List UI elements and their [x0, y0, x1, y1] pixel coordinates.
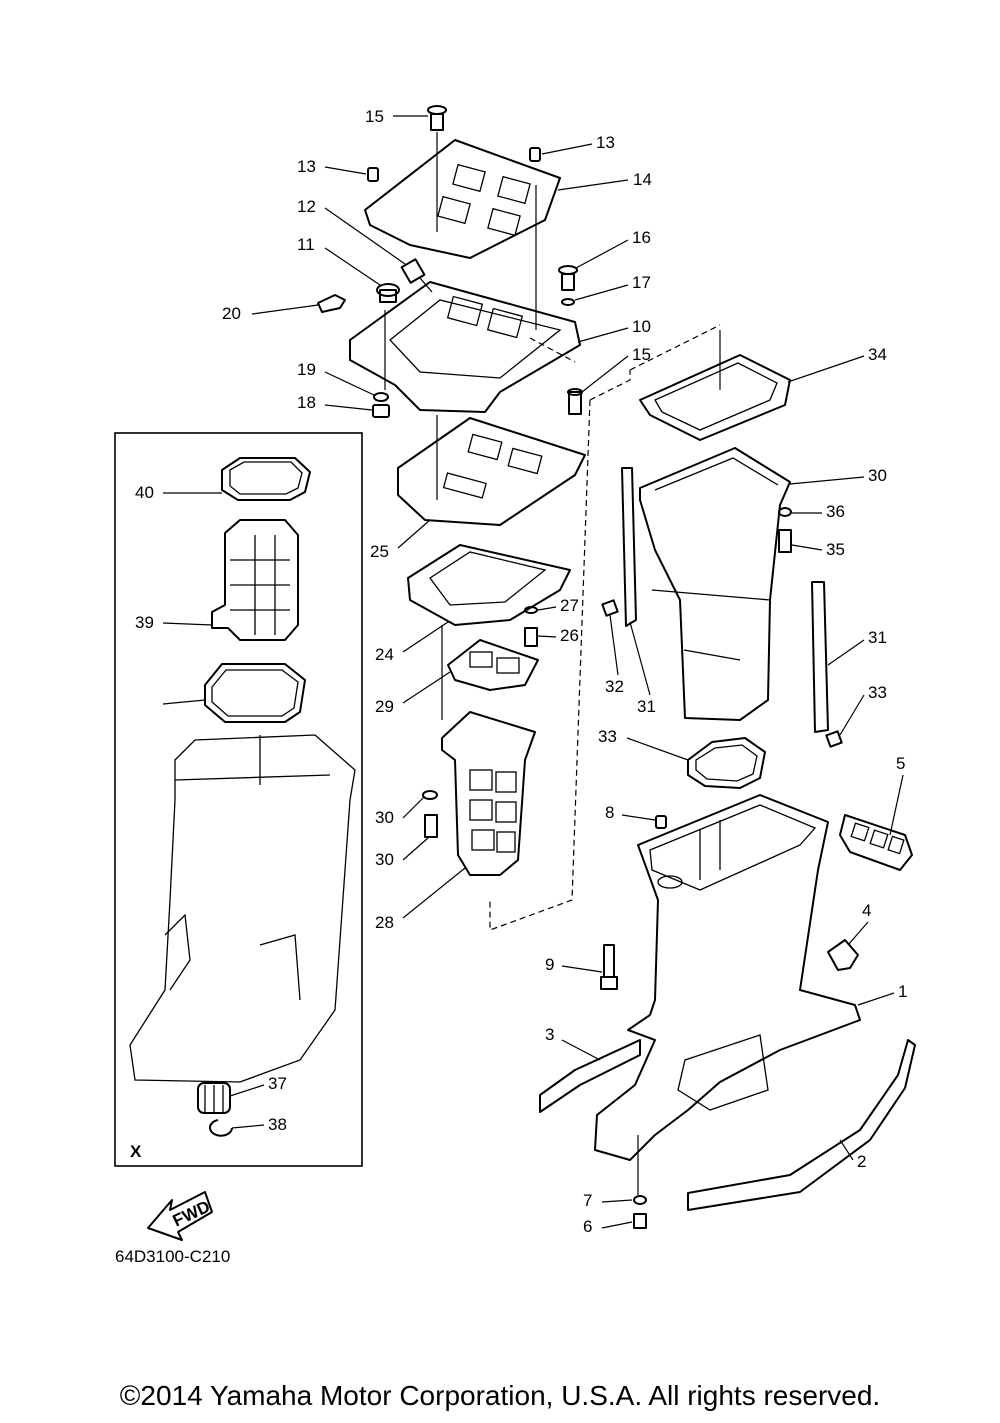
part-37-clip	[209, 1119, 233, 1137]
part-39-seal	[221, 457, 311, 501]
callout-19: 19	[297, 360, 316, 379]
part-9-bolt	[600, 944, 618, 990]
part-20-elbow	[317, 294, 346, 313]
part-30-damper-left	[621, 467, 637, 627]
part-40-seal	[204, 663, 306, 723]
callout-37: 38	[268, 1115, 287, 1134]
callout-34: 35	[826, 540, 845, 559]
callout-9: 9	[545, 955, 554, 974]
part-10-upper-plate	[349, 281, 581, 413]
callout-13b: 13	[596, 133, 615, 152]
callout-18: 18	[297, 393, 316, 412]
part-18-nut	[372, 404, 390, 418]
part-22-gasket	[397, 417, 586, 526]
part-2-strip	[687, 1039, 916, 1211]
inset-frame	[114, 432, 363, 1167]
part-16-bolt	[558, 265, 578, 291]
part-14-gasket	[364, 139, 561, 259]
inset-label: X	[130, 1142, 142, 1161]
callout-24: 27	[560, 596, 579, 615]
part-32-seal	[687, 737, 766, 789]
inset-casing-outline	[129, 734, 356, 1083]
part-11-grommet	[376, 283, 400, 303]
callout-36: 37	[268, 1074, 287, 1093]
part-34-bolt	[778, 529, 792, 553]
part-26-gasket	[447, 639, 539, 691]
part-31-nut-left	[601, 599, 619, 617]
part-12-fitting	[400, 258, 433, 293]
callout-6: 6	[583, 1217, 592, 1236]
part-28-washer	[422, 790, 438, 800]
callout-23: 26	[560, 626, 579, 645]
part-33-gasket	[639, 354, 791, 441]
callouts: 15 13 13 14 12 16 11 17 20 10 15 19 18 3…	[135, 107, 907, 1236]
part-4-grommet	[827, 939, 859, 971]
callout-7: 7	[583, 1191, 592, 1210]
callout-31: 32	[605, 677, 624, 696]
part-6-bolt	[633, 1213, 647, 1229]
callout-30b: 31	[637, 697, 656, 716]
figure-code: 64D3100-C210	[115, 1247, 230, 1266]
part-27-bolt	[424, 814, 438, 838]
callout-26: 29	[375, 697, 394, 716]
callout-32: 33	[598, 727, 617, 746]
callout-15: 15	[365, 107, 384, 126]
callout-16: 16	[632, 228, 651, 247]
callout-3: 3	[545, 1025, 554, 1044]
callout-10: 10	[632, 317, 651, 336]
callout-38: 39	[135, 613, 154, 632]
callout-13: 13	[297, 157, 316, 176]
callout-1: 1	[898, 982, 907, 1001]
part-38-inner-plate	[211, 519, 299, 641]
part-15-bolt-mid	[567, 388, 583, 415]
callout-20: 20	[222, 304, 241, 323]
part-15-bolt	[427, 105, 447, 131]
callout-29: 30	[868, 466, 887, 485]
part-8-dowel	[655, 815, 667, 829]
callout-11: 11	[297, 235, 315, 254]
part-36-sleeve	[197, 1082, 231, 1114]
callout-33: 34	[868, 345, 887, 364]
callout-8: 8	[605, 803, 614, 822]
callout-15b: 15	[632, 345, 651, 364]
callout-17: 17	[632, 273, 651, 292]
copyright-notice: ©2014 Yamaha Motor Corporation, U.S.A. A…	[119, 1380, 881, 1411]
callout-30: 31	[868, 628, 887, 647]
callout-2: 2	[857, 1152, 866, 1171]
part-13-dowel-left	[367, 167, 379, 182]
callout-28: 30	[375, 808, 394, 827]
part-5-rubber-seal	[839, 814, 913, 871]
part-1-upper-casing	[594, 794, 861, 1161]
part-23-bolt	[524, 627, 538, 647]
callout-21: 24	[375, 645, 394, 664]
callout-4: 4	[862, 901, 871, 920]
callout-39: 40	[135, 483, 154, 502]
callout-22: 25	[370, 542, 389, 561]
part-7-washer	[633, 1195, 647, 1205]
callout-31b: 33	[868, 683, 887, 702]
callout-27: 30	[375, 850, 394, 869]
callout-25: 28	[375, 913, 394, 932]
part-31-nut-right	[825, 730, 843, 748]
callout-12: 12	[297, 197, 316, 216]
part-25-exhaust-guide	[441, 711, 536, 876]
part-24-washer	[524, 606, 538, 614]
part-21-plate	[407, 544, 571, 626]
part-3-strip	[539, 1039, 641, 1113]
callout-14: 14	[633, 170, 652, 189]
part-35-washer	[778, 507, 792, 517]
part-30-damper-right	[811, 581, 829, 733]
callout-35: 36	[826, 502, 845, 521]
fwd-label: FWD	[170, 1197, 213, 1231]
fwd-arrow-icon: FWD	[147, 1191, 213, 1241]
part-17-washer	[561, 298, 575, 306]
callout-5: 5	[896, 754, 905, 773]
part-19-washer	[373, 392, 389, 402]
part-13-dowel-right	[529, 147, 541, 162]
part-29-muffler	[639, 447, 791, 721]
